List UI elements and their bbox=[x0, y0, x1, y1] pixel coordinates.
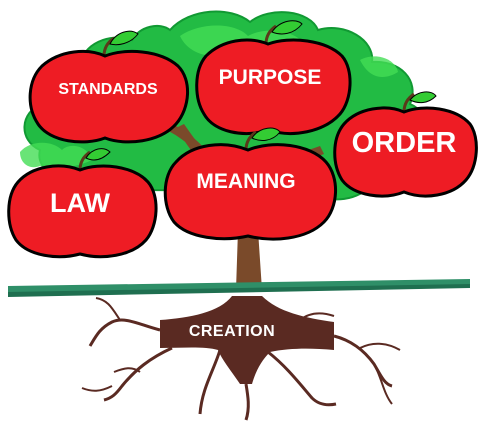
apple-body bbox=[333, 106, 478, 198]
apple-standards: STANDARDS bbox=[28, 30, 190, 144]
root-label: CREATION bbox=[189, 323, 275, 340]
apple-body bbox=[163, 143, 338, 241]
foliage-highlight bbox=[20, 142, 92, 168]
root bbox=[198, 349, 222, 415]
leaf-icon bbox=[85, 148, 111, 161]
apple-label-order: ORDER bbox=[352, 127, 457, 159]
root-mass bbox=[160, 296, 334, 384]
root bbox=[103, 346, 173, 402]
apple-law: LAW bbox=[7, 148, 158, 259]
root bbox=[95, 297, 121, 321]
apple-label-meaning: MEANING bbox=[196, 170, 295, 193]
apple-body bbox=[7, 164, 158, 259]
foliage-highlight bbox=[360, 56, 398, 77]
apple-meaning: MEANING bbox=[163, 127, 338, 241]
tree-roots bbox=[81, 296, 401, 421]
root bbox=[88, 318, 161, 347]
root bbox=[244, 383, 250, 421]
root bbox=[375, 367, 393, 405]
root bbox=[267, 350, 337, 407]
ground-edge bbox=[8, 284, 470, 297]
leaf-icon bbox=[109, 30, 139, 46]
leaf-icon bbox=[409, 91, 437, 104]
apple-label-standards: STANDARDS bbox=[58, 81, 158, 98]
apple-order: ORDER bbox=[333, 91, 478, 198]
root bbox=[113, 367, 141, 373]
apple-stem bbox=[78, 150, 91, 171]
leaf-icon bbox=[271, 20, 303, 35]
apple-purpose: PURPOSE bbox=[195, 20, 352, 135]
root bbox=[359, 342, 401, 351]
leaf-icon bbox=[251, 127, 281, 141]
apple-label-purpose: PURPOSE bbox=[219, 66, 322, 89]
apple-stem bbox=[402, 92, 415, 113]
root bbox=[299, 312, 335, 321]
root bbox=[81, 385, 113, 392]
apple-body bbox=[28, 49, 190, 144]
root bbox=[333, 334, 393, 388]
apple-label-law: LAW bbox=[50, 188, 111, 218]
